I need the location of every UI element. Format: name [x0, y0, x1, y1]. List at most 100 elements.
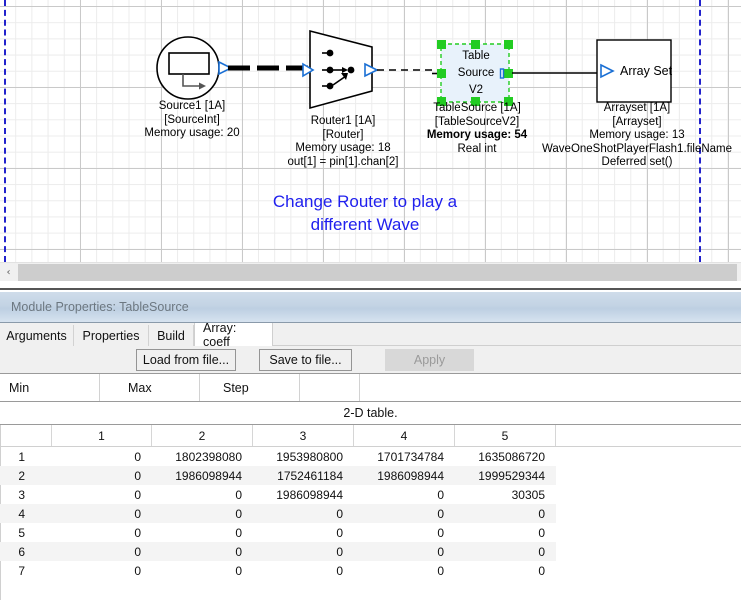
- table-header-corner: [1, 425, 52, 446]
- page-break-line-right: [699, 0, 701, 262]
- tab-build[interactable]: Build: [149, 325, 194, 346]
- table-cell[interactable]: 0: [354, 504, 455, 523]
- table-row-header: 5: [1, 523, 52, 542]
- node-label-line: out[1] = pin[1].chan[2]: [268, 156, 418, 170]
- table-cell[interactable]: 0: [52, 561, 152, 580]
- properties-tabstrip: Arguments Properties Build Array: coeff: [0, 323, 741, 346]
- table-cell[interactable]: 0: [152, 542, 253, 561]
- table-cell[interactable]: 1802398080: [152, 447, 253, 466]
- table-cell[interactable]: 0: [52, 504, 152, 523]
- node-label-line: [TableSourceV2]: [402, 116, 552, 130]
- node-label-line: Real int: [402, 143, 552, 157]
- table-cell[interactable]: 0: [52, 447, 152, 466]
- node-label-line: [Arrayset]: [523, 116, 741, 130]
- table-row[interactable]: 600000: [0, 542, 556, 561]
- table-row-header: 2: [1, 466, 52, 485]
- node-label-line: Deferred set(): [523, 156, 741, 170]
- node-arrayset-body: Array Set: [620, 64, 680, 78]
- tab-properties[interactable]: Properties: [74, 325, 149, 346]
- table-cell[interactable]: 0: [253, 561, 354, 580]
- canvas-bottom-divider: [0, 281, 741, 290]
- table-row-header: 6: [1, 542, 52, 561]
- table-cell[interactable]: 1999529344: [455, 466, 556, 485]
- node-label-line: Memory usage: 13: [523, 129, 741, 143]
- table-header-col-2[interactable]: 2: [152, 425, 253, 446]
- table-cell[interactable]: 1986098944: [253, 485, 354, 504]
- properties-title: Module Properties: TableSource: [11, 300, 189, 314]
- table-row[interactable]: 500000: [0, 523, 556, 542]
- table-header-col-4[interactable]: 4: [354, 425, 455, 446]
- node-arrayset-labels: Arrayset [1A] [Arrayset] Memory usage: 1…: [523, 102, 741, 170]
- table-cell[interactable]: 0: [455, 504, 556, 523]
- table-row-header: 1: [1, 447, 52, 466]
- table-cell[interactable]: 0: [52, 523, 152, 542]
- table-cell[interactable]: 1701734784: [354, 447, 455, 466]
- table-cell[interactable]: 0: [152, 485, 253, 504]
- table-cell[interactable]: 0: [52, 542, 152, 561]
- canvas-annotation-line2: different Wave: [200, 213, 530, 236]
- scroll-left-arrow-icon[interactable]: ‹: [0, 263, 17, 282]
- table-row[interactable]: 2019860989441752461184198609894419995293…: [0, 466, 556, 485]
- table-row[interactable]: 400000: [0, 504, 556, 523]
- range-header-min: Min: [0, 374, 100, 401]
- table-cell[interactable]: 0: [354, 542, 455, 561]
- table-cell[interactable]: 1635086720: [455, 447, 556, 466]
- table-header-col-1[interactable]: 1: [52, 425, 152, 446]
- table-header-col-5[interactable]: 5: [455, 425, 556, 446]
- table-header-row: 1 2 3 4 5: [0, 425, 741, 447]
- page-break-line-left: [4, 0, 6, 262]
- table-cell[interactable]: 0: [455, 542, 556, 561]
- save-to-file-button[interactable]: Save to file...: [259, 349, 352, 371]
- node-router1-labels: Router1 [1A] [Router] Memory usage: 18 o…: [268, 115, 418, 169]
- table-cell[interactable]: 0: [253, 542, 354, 561]
- scrollbar-thumb[interactable]: [18, 264, 737, 281]
- node-label-line: Router1 [1A]: [268, 115, 418, 129]
- node-body-line: V2: [440, 82, 512, 99]
- table-cell[interactable]: 30305: [455, 485, 556, 504]
- table-row-header: 4: [1, 504, 52, 523]
- table-cell[interactable]: 0: [52, 466, 152, 485]
- table-cell[interactable]: 1953980800: [253, 447, 354, 466]
- node-body-line: Array Set: [620, 64, 672, 78]
- canvas-horizontal-scrollbar[interactable]: ‹: [0, 262, 741, 281]
- properties-button-row: Load from file... Save to file... Apply: [0, 346, 741, 374]
- node-body-line: Table: [440, 48, 512, 65]
- table-cell[interactable]: 0: [152, 504, 253, 523]
- node-source1-labels: Source1 [1A] [SourceInt] Memory usage: 2…: [122, 100, 262, 141]
- table-row[interactable]: 1018023980801953980800170173478416350867…: [0, 447, 556, 466]
- table-header-col-3[interactable]: 3: [253, 425, 354, 446]
- node-label-line: [Router]: [268, 129, 418, 143]
- schematic-canvas[interactable]: Source1 [1A] [SourceInt] Memory usage: 2…: [0, 0, 741, 262]
- table-caption: 2-D table.: [0, 402, 741, 425]
- table-cell[interactable]: 0: [152, 561, 253, 580]
- wire-tablesource-to-arrayset: [512, 69, 608, 77]
- table-cell[interactable]: 0: [354, 561, 455, 580]
- table-cell[interactable]: 1752461184: [253, 466, 354, 485]
- canvas-annotation[interactable]: Change Router to play a different Wave: [200, 190, 530, 236]
- node-label-memory-usage: Memory usage: 54: [427, 129, 527, 141]
- table-row[interactable]: 700000: [0, 561, 556, 580]
- table-cell[interactable]: 0: [455, 523, 556, 542]
- tab-array-coeff[interactable]: Array: coeff: [194, 323, 273, 346]
- tab-arguments[interactable]: Arguments: [0, 325, 74, 346]
- node-label-line: WaveOneShotPlayerFlash1.fileName: [523, 143, 741, 157]
- table-cell[interactable]: 0: [152, 523, 253, 542]
- table-cell[interactable]: 0: [253, 523, 354, 542]
- coefficient-table[interactable]: 1 2 3 4 5 101802398080195398080017017347…: [0, 425, 741, 600]
- properties-titlebar: Module Properties: TableSource: [0, 292, 741, 323]
- range-header-max: Max: [100, 374, 200, 401]
- table-cell[interactable]: 0: [354, 485, 455, 504]
- table-cell[interactable]: 0: [354, 523, 455, 542]
- range-header-blank: [300, 374, 360, 401]
- load-from-file-button[interactable]: Load from file...: [136, 349, 236, 371]
- table-cell[interactable]: 0: [52, 485, 152, 504]
- table-cell[interactable]: 1986098944: [152, 466, 253, 485]
- node-label-line: Memory usage: 20: [122, 127, 262, 141]
- table-cell[interactable]: 0: [455, 561, 556, 580]
- range-header-row: Min Max Step: [0, 374, 741, 402]
- range-header-step: Step: [200, 374, 300, 401]
- table-cell[interactable]: 0: [253, 504, 354, 523]
- table-row[interactable]: 3001986098944030305: [0, 485, 556, 504]
- table-cell[interactable]: 1986098944: [354, 466, 455, 485]
- apply-button[interactable]: Apply: [385, 349, 474, 371]
